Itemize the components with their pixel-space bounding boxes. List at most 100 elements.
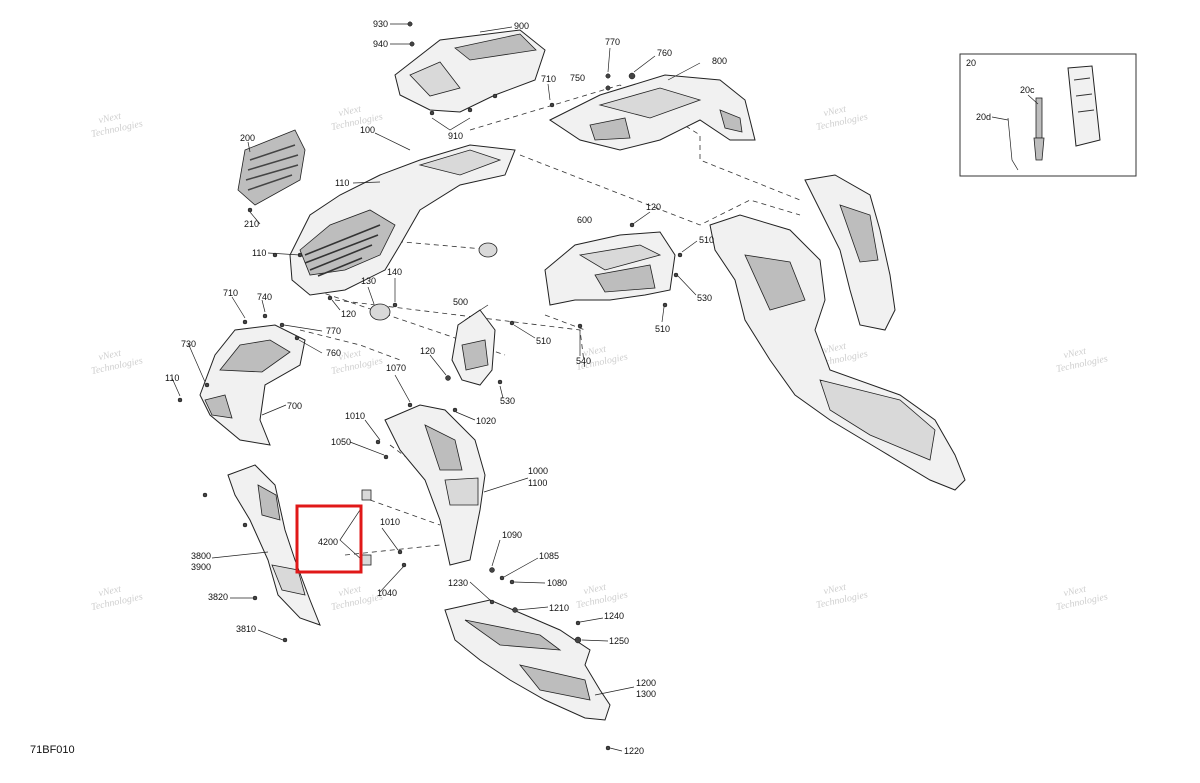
callout: 710 — [223, 288, 238, 298]
part-side-panel-700 — [199, 324, 306, 446]
callout: 1080 — [547, 578, 567, 588]
tool-kit-box — [959, 53, 1137, 177]
callout: 1230 — [448, 578, 468, 588]
svg-text:vNext: vNext — [583, 582, 608, 598]
callout: 700 — [287, 401, 302, 411]
callout-20: 20 — [966, 58, 976, 68]
part-rocker-1200 — [444, 599, 611, 721]
part-right-side-assembly — [709, 174, 966, 491]
svg-text:vNext: vNext — [98, 348, 123, 364]
callout-4200: 4200 — [318, 537, 338, 547]
callout: 1210 — [549, 603, 569, 613]
callout: 20d — [976, 112, 991, 122]
callout: 760 — [657, 48, 672, 58]
callout: 1300 — [636, 689, 656, 699]
svg-text:vNext: vNext — [823, 104, 848, 120]
callout: 1240 — [604, 611, 624, 621]
callout: 500 — [453, 297, 468, 307]
part-bracket-500 — [451, 309, 496, 386]
callout: 1040 — [377, 588, 397, 598]
callout: 1250 — [609, 636, 629, 646]
callout: 540 — [576, 356, 591, 366]
callout: 530 — [697, 293, 712, 303]
callout: 3810 — [236, 624, 256, 634]
callout: 530 — [500, 396, 515, 406]
svg-text:vNext: vNext — [98, 584, 123, 600]
callout: 750 — [570, 73, 585, 83]
screwdriver-icon — [1035, 97, 1043, 139]
leader-lines — [171, 23, 701, 752]
svg-text:vNext: vNext — [338, 584, 363, 600]
callout-labels: 930 940 900 910 770 760 750 710 800 200 … — [165, 19, 1035, 756]
part-panel-600 — [544, 231, 676, 306]
callout: 1220 — [624, 746, 644, 756]
highlight-box-4200[interactable] — [295, 504, 363, 574]
callout: 800 — [712, 56, 727, 66]
part-hood-900 — [394, 29, 546, 116]
svg-text:vNext: vNext — [1063, 584, 1088, 600]
part-side-rail-1000 — [384, 404, 486, 566]
callout: 1100 — [528, 478, 547, 488]
svg-text:vNext: vNext — [338, 348, 363, 364]
callout: 120 — [420, 346, 435, 356]
callout: 600 — [577, 215, 592, 225]
tool-kit-inset: 20 — [959, 53, 1137, 177]
callout: 740 — [257, 292, 272, 302]
svg-text:vNext: vNext — [823, 582, 848, 598]
callout: 770 — [326, 326, 341, 336]
callout: 1010 — [345, 411, 365, 421]
document-id: 71BF010 — [30, 744, 75, 756]
fasteners — [177, 21, 683, 751]
callout: 910 — [448, 131, 463, 141]
callout: 900 — [514, 21, 529, 31]
callout: 3900 — [191, 562, 211, 572]
part-panel-800 — [549, 74, 756, 151]
callout: 120 — [341, 309, 356, 319]
callout: 1020 — [476, 416, 496, 426]
callout: 1085 — [539, 551, 559, 561]
callout: 200 — [240, 133, 255, 143]
callout: 1050 — [331, 437, 351, 447]
part-cap-140 — [369, 242, 498, 321]
callout: 1200 — [636, 678, 656, 688]
callout: 20c — [1020, 85, 1035, 95]
svg-text:vNext: vNext — [338, 104, 363, 120]
callout: 770 — [605, 37, 620, 47]
clips-4200 — [361, 489, 372, 566]
callout: 510 — [536, 336, 551, 346]
svg-text:vNext: vNext — [1063, 346, 1088, 362]
callout: 140 — [387, 267, 402, 277]
callout: 940 — [373, 39, 388, 49]
callout: 760 — [326, 348, 341, 358]
callout: 100 — [360, 125, 375, 135]
callout: 1000 — [528, 466, 548, 476]
callout: 1070 — [386, 363, 406, 373]
svg-text:vNext: vNext — [98, 111, 123, 127]
part-lower-panel-3800 — [227, 464, 321, 626]
callout: 3820 — [208, 592, 228, 602]
callout: 120 — [646, 202, 661, 212]
callout: 510 — [699, 235, 714, 245]
callout: 930 — [373, 19, 388, 29]
callout: 510 — [655, 324, 670, 334]
callout: 110 — [165, 373, 179, 383]
part-grille-200 — [237, 129, 306, 206]
callout: 3800 — [191, 551, 211, 561]
callout: 210 — [244, 219, 259, 229]
assembly-guide-lines — [299, 84, 801, 556]
callout: 110 — [335, 178, 349, 188]
part-front-fascia-100 — [289, 144, 516, 296]
